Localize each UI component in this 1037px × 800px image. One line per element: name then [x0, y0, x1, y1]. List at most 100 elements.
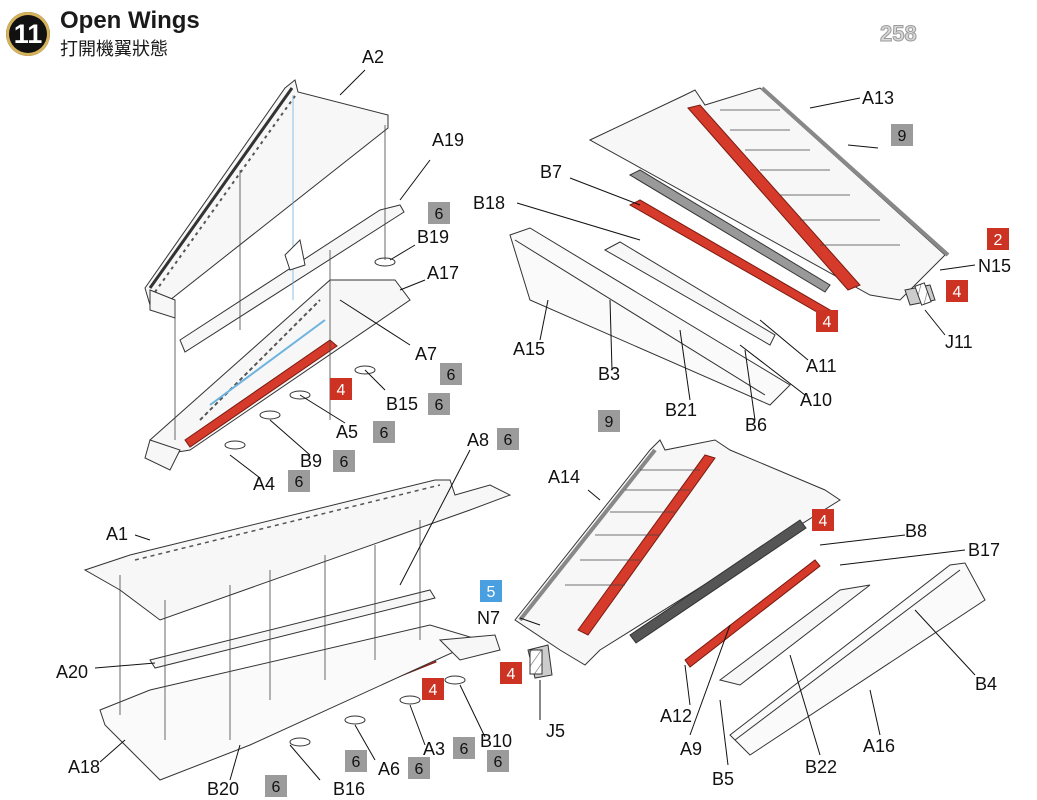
part-label-b17: B17: [968, 540, 1000, 560]
page-subtitle: 打開機翼狀態: [60, 39, 168, 59]
part-label-a16: A16: [863, 736, 895, 756]
part-label-b15: B15: [386, 394, 418, 414]
part-label-a17: A17: [427, 263, 459, 283]
paint-code-badge: 6: [440, 363, 462, 385]
part-label-n15: N15: [978, 256, 1011, 276]
page-title: Open Wings: [60, 7, 200, 34]
paint-code-badge: 6: [373, 421, 395, 443]
part-label-b18: B18: [473, 193, 505, 213]
paint-code-badge: 9: [598, 410, 620, 432]
red-spar-a14: [577, 454, 716, 636]
part-label-b16: B16: [333, 779, 365, 799]
part-label-a20: A20: [56, 662, 88, 682]
leader-lines: [94, 69, 976, 781]
part-label-b9: B9: [300, 451, 322, 471]
paint-code-number: 5: [487, 584, 496, 601]
part-label-b7: B7: [540, 162, 562, 182]
paint-code-number: 6: [340, 454, 349, 471]
part-label-b8: B8: [905, 521, 927, 541]
part-label-a1: A1: [106, 524, 128, 544]
part-label-b6: B6: [745, 415, 767, 435]
part-label-n7: N7: [477, 608, 500, 628]
hinge-strip-a20: [149, 589, 436, 669]
part-label-b22: B22: [805, 757, 837, 777]
paint-code-number: 6: [504, 432, 513, 449]
paint-code-badge: 4: [422, 678, 444, 700]
paint-code-badge: 5: [480, 580, 502, 602]
part-label-a18: A18: [68, 757, 100, 777]
paint-code-number: 6: [447, 367, 456, 384]
paint-code-number: 6: [494, 754, 503, 771]
paint-code-badge: 6: [345, 750, 367, 772]
part-label-a5: A5: [336, 422, 358, 442]
paint-code-badge: 4: [816, 310, 838, 332]
paint-code-number: 6: [272, 779, 281, 796]
wing-assembly-top-right: [509, 86, 950, 406]
page-number: 258: [880, 21, 918, 47]
part-label-a3: A3: [423, 739, 445, 759]
part-label-b3: B3: [598, 364, 620, 384]
part-label-b5: B5: [712, 769, 734, 789]
paint-code-badge: 9: [891, 124, 913, 146]
hinge-strip-tr: [628, 169, 831, 293]
red-strip-b17: [684, 559, 821, 668]
paint-code-number: 6: [435, 397, 444, 414]
paint-code-badge: 6: [497, 428, 519, 450]
wing-box-lower-bl: [99, 624, 482, 781]
part-label-b10: B10: [480, 731, 512, 751]
part-label-b4: B4: [975, 674, 997, 694]
part-label-j11: J11: [945, 332, 973, 352]
fittings-bl: [289, 675, 466, 747]
paint-code-badge: 6: [288, 470, 310, 492]
red-strip-tl: [184, 339, 338, 448]
part-label-b19: B19: [417, 227, 449, 247]
hinge-strip-br: [629, 519, 807, 644]
part-label-a14: A14: [548, 467, 580, 487]
part-label-a19: A19: [432, 130, 464, 150]
wing-panel-a2: [144, 79, 389, 306]
part-label-j5: J5: [546, 721, 565, 741]
part-label-a11: A11: [806, 356, 837, 376]
part-label-a13: A13: [862, 88, 894, 108]
paint-code-badge: 6: [428, 202, 450, 224]
callout-labels: A2A19B19A17A7B15A5B9A4A13N15B7B18J11A15A…: [56, 47, 1011, 799]
part-label-b20: B20: [207, 779, 239, 799]
part-label-a10: A10: [800, 390, 832, 410]
paint-code-badge: 4: [946, 280, 968, 302]
wing-panel-a1: [83, 479, 512, 621]
part-label-a8: A8: [467, 430, 489, 450]
paint-code-number: 6: [415, 761, 424, 778]
wing-assembly-bottom-left: [83, 479, 512, 781]
paint-code-number: 9: [898, 128, 907, 145]
hinge-strip-a19: [179, 204, 405, 353]
part-label-a4: A4: [253, 474, 275, 494]
part-label-a12: A12: [660, 706, 692, 726]
paint-code-badge: 2: [987, 228, 1009, 250]
step-number: 11: [13, 19, 43, 49]
part-label-a7: A7: [415, 344, 437, 364]
paint-code-number: 6: [460, 741, 469, 758]
paint-code-badge: 6: [265, 775, 287, 797]
paint-code-badge: 6: [333, 450, 355, 472]
red-spar-a13: [687, 104, 861, 291]
paint-code-badge: 4: [812, 509, 834, 531]
wing-tip-bl: [438, 634, 501, 661]
paint-code-number: 6: [295, 474, 304, 491]
paint-code-badge: 4: [330, 378, 352, 400]
fittings-tl: [224, 257, 396, 450]
wing-assembly-bottom-right: [514, 439, 986, 756]
paint-code-number: 4: [823, 314, 832, 331]
part-label-a2: A2: [362, 47, 384, 67]
part-label-a6: A6: [378, 759, 400, 779]
part-label-b21: B21: [665, 400, 697, 420]
paint-code-badge: 6: [408, 757, 430, 779]
paint-code-badge: 6: [487, 750, 509, 772]
paint-code-number: 4: [337, 382, 346, 399]
step-number-circle: [6, 12, 50, 56]
paint-code-number: 4: [429, 682, 438, 699]
paint-code-number: 6: [352, 754, 361, 771]
wing-assembly-top-left: [144, 79, 411, 471]
paint-code-badge: 6: [453, 737, 475, 759]
flap-a15: [509, 227, 791, 406]
